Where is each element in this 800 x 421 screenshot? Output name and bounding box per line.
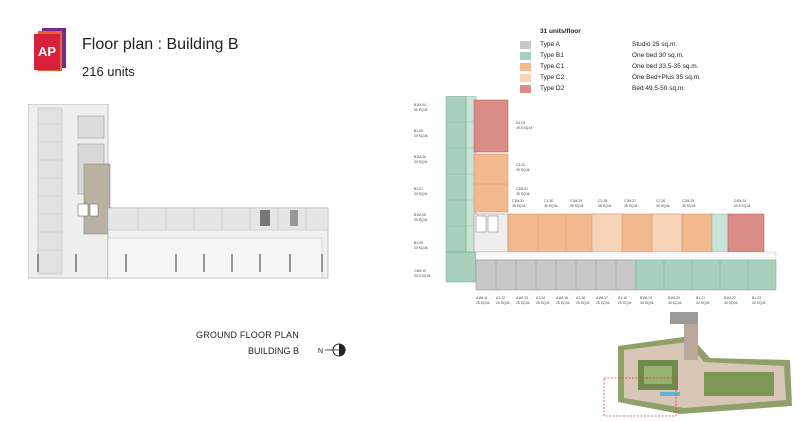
unit-count: 216 units — [82, 64, 135, 79]
svg-text:30 SQ.M.: 30 SQ.M. — [414, 108, 428, 112]
svg-text:35 SQ.M.: 35 SQ.M. — [544, 204, 558, 208]
svg-text:A1M-17: A1M-17 — [596, 296, 608, 300]
svg-text:30 SQ.M.: 30 SQ.M. — [752, 301, 766, 305]
legend-swatch — [520, 73, 531, 82]
legend-heading: 31 units/floor — [540, 28, 581, 35]
svg-text:C1M-01: C1M-01 — [516, 187, 528, 191]
north-arrow-icon: N — [318, 342, 348, 358]
svg-text:C1M-31: C1M-31 — [512, 199, 524, 203]
svg-text:25 SQ.M.: 25 SQ.M. — [556, 301, 570, 305]
legend-desc: One bed 30 sq.m. — [632, 52, 684, 59]
svg-text:35 SQ.M.: 35 SQ.M. — [516, 192, 530, 196]
svg-text:25 SQ.M.: 25 SQ.M. — [618, 301, 632, 305]
svg-text:25 SQ.M.: 25 SQ.M. — [476, 301, 490, 305]
legend-desc: One Bed+Plus 35 sq.m. — [632, 74, 701, 81]
svg-text:30 SQ.M.: 30 SQ.M. — [668, 301, 682, 305]
svg-text:35 SQ.M.: 35 SQ.M. — [624, 204, 638, 208]
svg-text:30 SQ.M.: 30 SQ.M. — [414, 134, 428, 138]
svg-text:49.5 SQ.M.: 49.5 SQ.M. — [734, 204, 751, 208]
legend-swatch — [520, 40, 531, 49]
svg-text:A1M-13: A1M-13 — [516, 296, 528, 300]
site-plan-image — [600, 306, 796, 418]
svg-text:D1M-24: D1M-24 — [734, 199, 746, 203]
svg-text:B1M-08: B1M-08 — [414, 213, 426, 217]
svg-text:35 SQ.M.: 35 SQ.M. — [656, 204, 670, 208]
page-title: Floor plan : Building B — [82, 36, 239, 53]
svg-text:C1-30: C1-30 — [544, 199, 553, 203]
legend: 31 units/floor Type A Studio 25 sq.m. Ty… — [520, 28, 780, 94]
svg-text:35 SQ.M.: 35 SQ.M. — [516, 168, 530, 172]
legend-desc: Studio 25 sq.m. — [632, 41, 678, 48]
svg-text:B1-21: B1-21 — [696, 296, 705, 300]
svg-text:25 SQ.M.: 25 SQ.M. — [496, 301, 510, 305]
legend-row: Type B1 One bed 30 sq.m. — [520, 50, 780, 61]
building-label: BUILDING B — [248, 346, 300, 356]
svg-text:30 SQ.M.: 30 SQ.M. — [640, 301, 654, 305]
svg-text:C2M-27: C2M-27 — [624, 199, 636, 203]
svg-text:B1M-19: B1M-19 — [640, 296, 652, 300]
svg-text:B1M-04: B1M-04 — [414, 103, 426, 107]
svg-text:25 SQ.M.: 25 SQ.M. — [516, 301, 530, 305]
svg-text:25 SQ.M.: 25 SQ.M. — [596, 301, 610, 305]
svg-text:A1M-15: A1M-15 — [556, 296, 568, 300]
legend-type: Type C2 — [540, 74, 565, 81]
legend-type: Type D2 — [540, 85, 565, 92]
svg-text:D1-03: D1-03 — [516, 121, 525, 125]
legend-type: Type C1 — [540, 63, 565, 70]
svg-text:33.5 SQ.M.: 33.5 SQ.M. — [414, 274, 431, 278]
svg-text:30 SQ.M.: 30 SQ.M. — [724, 301, 738, 305]
svg-text:35 SQ.M.: 35 SQ.M. — [570, 204, 584, 208]
svg-text:A1-18: A1-18 — [618, 296, 627, 300]
legend-swatch — [520, 62, 531, 71]
svg-text:30 SQ.M.: 30 SQ.M. — [414, 246, 428, 250]
legend-swatch — [520, 84, 531, 93]
legend-desc: Bed 49.5-50 sq.m. — [632, 85, 686, 92]
svg-text:C1-02: C1-02 — [516, 163, 525, 167]
svg-text:25 SQ.M.: 25 SQ.M. — [576, 301, 590, 305]
svg-text:C4M-10: C4M-10 — [414, 269, 426, 273]
svg-text:B1-23: B1-23 — [752, 296, 761, 300]
svg-text:35 SQ.M.: 35 SQ.M. — [682, 204, 696, 208]
svg-text:C2-26: C2-26 — [656, 199, 665, 203]
svg-text:A1-14: A1-14 — [536, 296, 545, 300]
svg-text:B1-09: B1-09 — [414, 241, 423, 245]
svg-text:30 SQ.M.: 30 SQ.M. — [414, 160, 428, 164]
svg-text:35 SQ.M.: 35 SQ.M. — [512, 204, 526, 208]
svg-text:30 SQ.M.: 30 SQ.M. — [696, 301, 710, 305]
svg-text:B1-05: B1-05 — [414, 129, 423, 133]
svg-text:A1-16: A1-16 — [576, 296, 585, 300]
svg-text:25 SQ.M.: 25 SQ.M. — [536, 301, 550, 305]
svg-text:35 SQ.M.: 35 SQ.M. — [598, 204, 612, 208]
svg-text:49.5 SQ.M.: 49.5 SQ.M. — [516, 126, 533, 130]
svg-text:C2M-25: C2M-25 — [682, 199, 694, 203]
svg-text:30 SQ.M.: 30 SQ.M. — [414, 192, 428, 196]
svg-text:C2-28: C2-28 — [598, 199, 607, 203]
svg-text:N: N — [318, 348, 323, 355]
ap-logo: AP — [34, 28, 68, 72]
svg-text:A1M-11: A1M-11 — [476, 296, 488, 300]
svg-text:B1M-20: B1M-20 — [668, 296, 680, 300]
legend-row: Type C1 One bed 33.5-35 sq.m. — [520, 61, 780, 72]
legend-type: Type B1 — [540, 52, 564, 59]
ground-floor-plan-drawing — [28, 104, 329, 279]
legend-row: Type A Studio 25 sq.m. — [520, 39, 780, 50]
svg-text:B1M-22: B1M-22 — [724, 296, 736, 300]
legend-type: Type A — [540, 41, 560, 48]
svg-text:30 SQ.M.: 30 SQ.M. — [414, 218, 428, 222]
logo-text: AP — [38, 44, 56, 59]
ground-floor-label: GROUND FLOOR PLAN — [196, 330, 299, 340]
legend-desc: One bed 33.5-35 sq.m. — [632, 63, 699, 70]
legend-row: Type D2 Bed 49.5-50 sq.m. — [520, 83, 780, 94]
svg-text:B1-07: B1-07 — [414, 187, 423, 191]
legend-swatch — [520, 51, 531, 60]
svg-text:C1M-29: C1M-29 — [570, 199, 582, 203]
legend-row: Type C2 One Bed+Plus 35 sq.m. — [520, 72, 780, 83]
svg-text:A1-12: A1-12 — [496, 296, 505, 300]
svg-text:B1M-06: B1M-06 — [414, 155, 426, 159]
